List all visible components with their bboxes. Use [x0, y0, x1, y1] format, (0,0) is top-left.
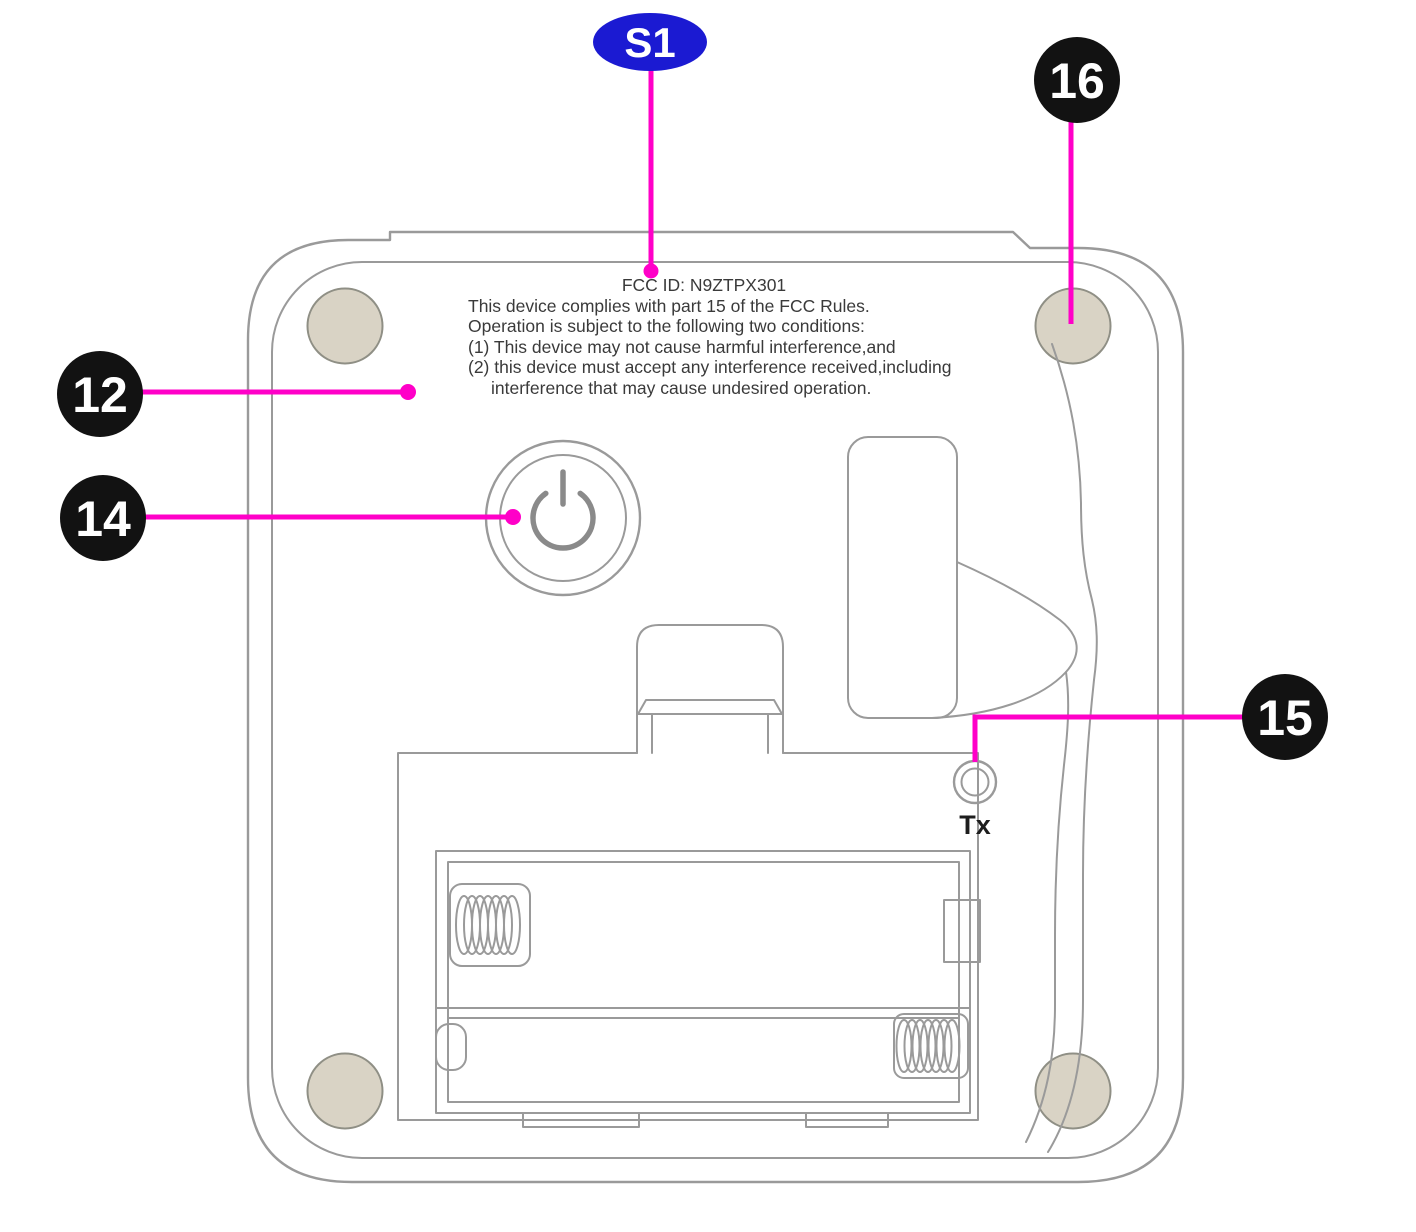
- callout-15: 15: [1242, 674, 1328, 760]
- fcc-line: (1) This device may not cause harmful in…: [468, 337, 896, 357]
- callout-16: 16: [1034, 37, 1120, 123]
- callout-s1: S1: [593, 13, 707, 71]
- battery-contact: [435, 1023, 467, 1071]
- badge-15: [1242, 674, 1328, 760]
- leader-15: [972, 714, 1243, 762]
- fcc-id-line: FCC ID: N9ZTPX301: [622, 275, 786, 295]
- battery-compartment: [397, 624, 981, 1128]
- foot-pad: [306, 287, 384, 365]
- device-inner-outline: [271, 261, 1159, 1159]
- battery-contact: [943, 899, 981, 963]
- badge-15-label: 15: [1257, 690, 1313, 746]
- case-notch: [522, 1112, 640, 1128]
- battery-holder-outer: [435, 850, 971, 1114]
- power-icon: [530, 469, 596, 551]
- leader-s1-dot: [643, 263, 659, 279]
- channel-mouth: [931, 561, 1078, 719]
- channel-strip-inner: [1025, 671, 1070, 1143]
- device-body: Tx FCC ID: N9ZTPX301 This device complie…: [246, 230, 1185, 1184]
- badge-16-label: 16: [1049, 53, 1105, 109]
- latch-clip: [637, 699, 783, 715]
- badge-14-label: 14: [75, 491, 131, 547]
- callout-badges: S1 16 12 14 15: [57, 13, 1328, 760]
- fcc-text-block: FCC ID: N9ZTPX301 This device complies w…: [468, 275, 951, 398]
- fcc-line: Operation is subject to the following tw…: [468, 316, 865, 336]
- channel-slot: [847, 436, 958, 719]
- case-notch: [805, 1112, 889, 1128]
- badge-12-label: 12: [72, 367, 128, 423]
- battery-spring: [449, 883, 531, 967]
- badge-16: [1034, 37, 1120, 123]
- battery-spring: [893, 1013, 969, 1079]
- badge-14: [60, 475, 146, 561]
- fcc-line: interference that may cause undesired op…: [491, 378, 871, 398]
- tx-indicator: Tx: [952, 759, 998, 840]
- s1-label: S1: [624, 19, 675, 66]
- battery-holder-inner: [447, 861, 960, 1103]
- tx-port-inner: [960, 767, 990, 797]
- callout-lines: [142, 70, 1243, 762]
- device-outer-outline: [246, 230, 1185, 1184]
- fcc-line: (2) this device must accept any interfer…: [468, 357, 951, 377]
- callout-12: 12: [57, 351, 143, 437]
- tx-label: Tx: [959, 810, 991, 840]
- s1-oval: [593, 13, 707, 71]
- latch-tab: [636, 624, 784, 754]
- channel-strip-outer: [1047, 679, 1095, 1153]
- leader-14-dot: [505, 509, 521, 525]
- foot-pad: [306, 1052, 384, 1130]
- channel-feed-upper: [1051, 343, 1098, 681]
- badge-12: [57, 351, 143, 437]
- callout-14: 14: [60, 475, 146, 561]
- fcc-line: This device complies with part 15 of the…: [468, 296, 870, 316]
- cable-channel: [847, 343, 1098, 1153]
- leader-12-dot: [400, 384, 416, 400]
- compartment-outline: [397, 752, 979, 1121]
- tx-port-outer: [952, 759, 998, 805]
